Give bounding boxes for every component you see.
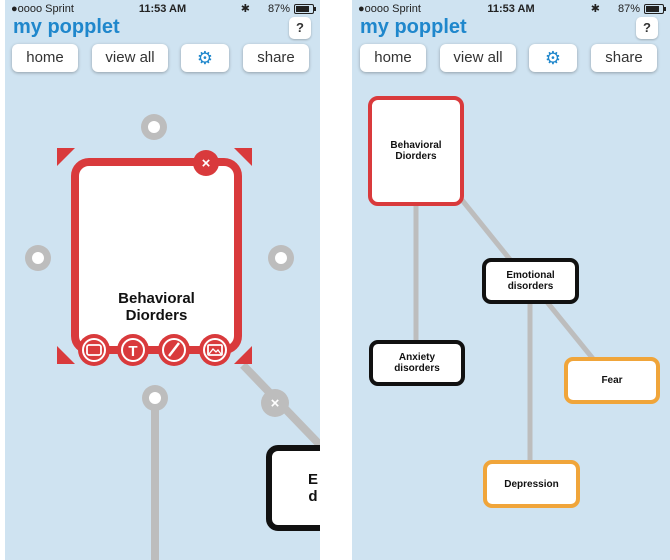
help-button[interactable]: ? [289,17,311,39]
clock: 11:53 AM [138,3,187,15]
popple-label: Depression [504,478,559,490]
resize-handle-bottom-right[interactable] [234,346,252,364]
resize-handle-top-left[interactable] [57,148,75,166]
clock: 11:53 AM [487,3,535,15]
popplet-canvas[interactable]: × [5,0,320,560]
toolbar: home view all ⚙ share [352,44,670,74]
view-all-button[interactable]: view all [92,44,168,72]
carrier-label: ●oooo Sprint [358,3,421,15]
status-bar: ●oooo Sprint 11:53 AM ✱ 87% [5,0,320,18]
gear-icon: ⚙ [196,48,214,68]
settings-button[interactable]: ⚙ [181,44,229,72]
popplet-canvas-overview[interactable] [352,0,670,560]
right-phone-screen: ●oooo Sprint 11:53 AM ✱ 87% my popplet ?… [352,0,670,560]
connector-line [545,300,596,362]
popple-depression[interactable]: Depression [483,460,580,508]
status-bar: ●oooo Sprint 11:53 AM ✱ 87% [352,0,670,18]
home-button[interactable]: home [360,44,426,72]
battery-percent: 87% [267,3,290,15]
gear-icon: ⚙ [544,48,562,68]
battery-percent: 87% [617,3,640,15]
share-button[interactable]: share [243,44,309,72]
connect-handle-top[interactable] [141,114,167,140]
home-button[interactable]: home [12,44,78,72]
settings-button[interactable]: ⚙ [529,44,577,72]
popple-anxiety-disorders[interactable]: Anxiety disorders [369,340,465,386]
app-title: my popplet [360,16,467,38]
app-title: my popplet [13,16,120,38]
share-button[interactable]: share [591,44,657,72]
popple-label: Fear [601,375,623,386]
battery-icon [644,4,666,14]
help-button[interactable]: ? [636,17,658,39]
popple-label: Emotional disorders [506,270,555,292]
popple-fear[interactable]: Fear [564,357,660,404]
popple-label: Anxiety disorders [394,352,440,374]
connect-handle-right[interactable] [268,245,294,271]
close-icon: × [271,395,280,412]
connect-handle-left[interactable] [25,245,51,271]
carrier-label: ●oooo Sprint [11,3,74,15]
popple-label: E d [308,471,319,505]
toolbar: home view all ⚙ share [5,44,320,74]
popple-behavioral-diorders-selected[interactable]: Behavioral Diorders [71,158,242,354]
bluetooth-icon: ✱ [590,3,600,15]
popple-behavioral-diorders[interactable]: Behavioral Diorders [368,96,464,206]
resize-handle-top-right[interactable] [234,148,252,166]
view-all-button[interactable]: view all [440,44,516,72]
popple-label: Behavioral Diorders [118,290,195,324]
bluetooth-icon: ✱ [240,3,250,15]
popple-emotional-disorders[interactable]: Emotional disorders [482,258,579,304]
connect-handle-bottom[interactable] [142,385,168,411]
connector-line [460,198,514,264]
left-phone-screen: ●oooo Sprint 11:53 AM ✱ 87% my popplet ?… [5,0,320,560]
delete-connection-button[interactable]: × [261,389,289,417]
popple-label: Behavioral Diorders [390,140,442,162]
popple-emotional-partial[interactable]: E d [266,445,320,531]
resize-handle-bottom-left[interactable] [57,346,75,364]
battery-icon [294,4,316,14]
